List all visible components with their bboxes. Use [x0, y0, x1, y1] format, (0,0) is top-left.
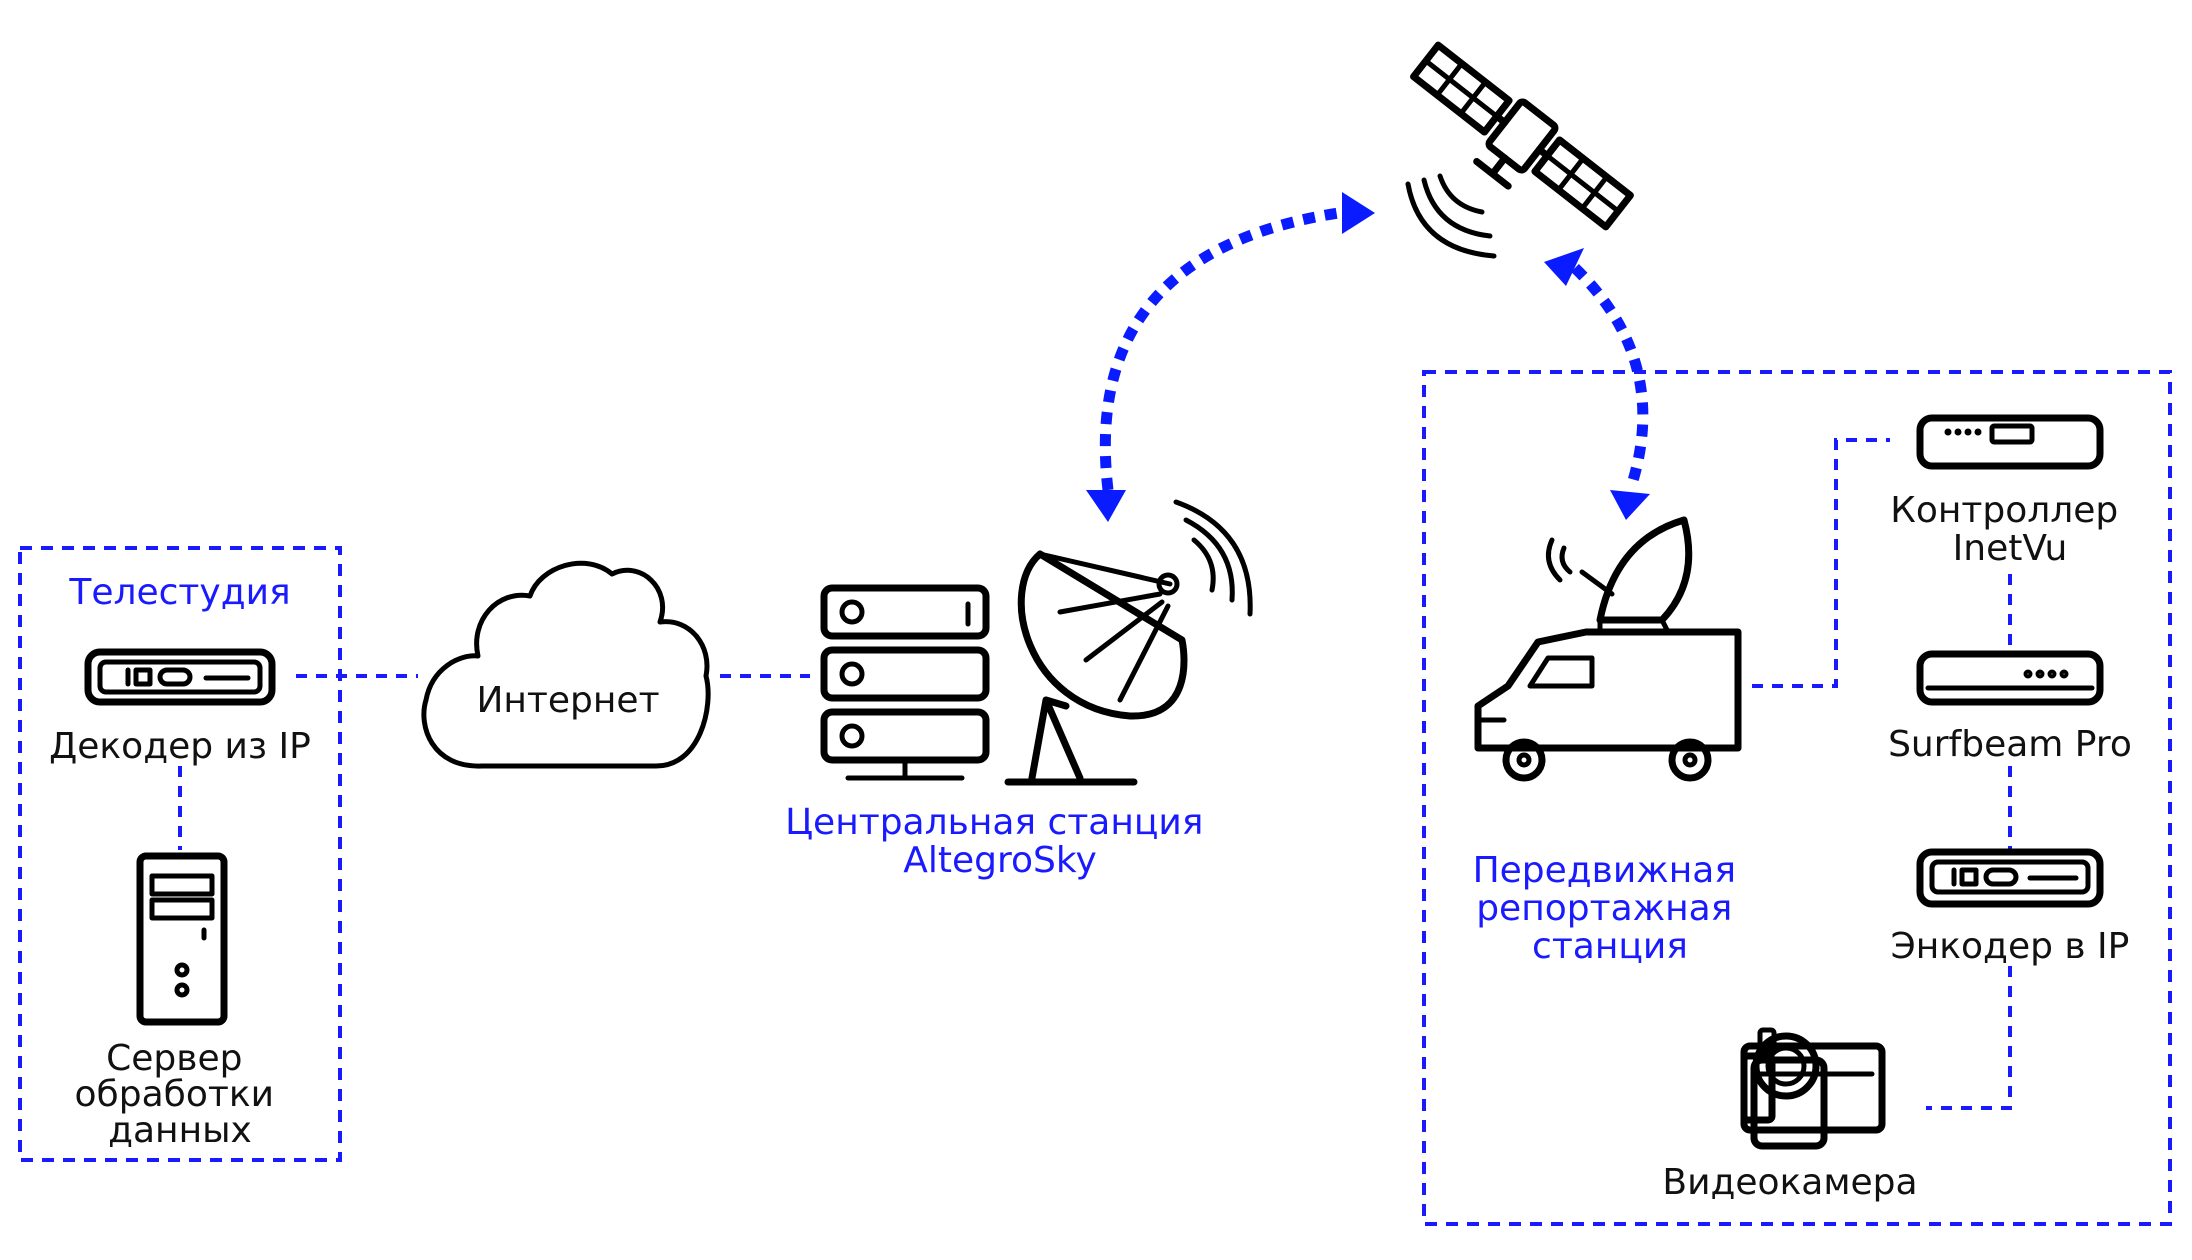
server-label-line-3: данных — [108, 1110, 252, 1151]
satellite-arrowhead-left — [1342, 192, 1375, 234]
mobile-station-title-line-2: репортажная — [1476, 888, 1732, 929]
decoder-node: Декодер из IP — [49, 648, 311, 767]
decoder-label: Декодер из IP — [49, 726, 311, 767]
satellite-dish-icon — [1004, 499, 1253, 786]
van-arrowhead — [1610, 490, 1650, 520]
central-station-node: Центральная станция AltegroSky — [785, 499, 1253, 881]
telestudio-group-box — [18, 546, 342, 1162]
internet-label: Интернет — [476, 680, 659, 721]
central-station-label: Центральная станция AltegroSky — [785, 802, 1215, 881]
camera-node: Видеокамера — [1662, 1027, 1918, 1203]
central-station-label-line-2: AltegroSky — [903, 840, 1097, 881]
modem-label: Surfbeam Pro — [1888, 724, 2132, 765]
server-label-line-1: Сервер — [106, 1038, 242, 1079]
controller-label-line-2: InetVu — [1953, 528, 2068, 569]
satellite-van-icon — [1474, 516, 1742, 782]
van-satellite-link-arrow — [1571, 264, 1649, 486]
modem-node: Surfbeam Pro — [1888, 650, 2132, 765]
controller-label: Контроллер InetVu — [1890, 490, 2129, 569]
mobile-station-title-line-1: Передвижная — [1473, 850, 1736, 891]
station-satellite-link-arrow — [1099, 206, 1346, 491]
satellite-node — [1405, 41, 1634, 259]
mobile-station-title: Передвижная репортажная станция — [1473, 850, 1748, 967]
internet-node: Интернет — [421, 560, 711, 769]
video-camera-icon — [1740, 1027, 1886, 1150]
server-label: Сервер обработки данных — [75, 1038, 286, 1151]
connector-lines — [178, 438, 2012, 1110]
encoder-node: Энкодер в IP — [1891, 848, 2130, 967]
satellite-arrowhead-right — [1544, 248, 1584, 286]
mobile-station-title-line-3: станция — [1532, 926, 1688, 967]
server-tower-icon — [136, 852, 228, 1026]
cloud-icon — [421, 560, 711, 769]
decoder-box-icon — [84, 648, 276, 706]
server-label-line-2: обработки — [75, 1074, 274, 1115]
server-node: Сервер обработки данных — [75, 852, 286, 1151]
van-to-controller-link — [1752, 438, 1890, 688]
van-node — [1474, 516, 1742, 782]
server-rack-and-dish-icon — [820, 499, 1253, 786]
satellite-icon — [1410, 41, 1634, 231]
encoder-to-camera-link — [1926, 966, 2012, 1110]
telestudio-title: Телестудия — [68, 572, 290, 613]
camera-label: Видеокамера — [1662, 1162, 1917, 1203]
encoder-box-icon — [1916, 848, 2104, 908]
station-arrowhead — [1086, 490, 1126, 522]
server-rack-icon — [820, 584, 990, 781]
satellite-links — [1086, 192, 1650, 522]
encoder-label: Энкодер в IP — [1891, 926, 2130, 967]
central-station-label-line-1: Центральная станция — [785, 802, 1203, 843]
modem-box-icon — [1916, 650, 2104, 706]
controller-box-icon — [1916, 414, 2104, 470]
controller-node: Контроллер InetVu — [1890, 414, 2129, 569]
controller-label-line-1: Контроллер — [1890, 490, 2118, 531]
satellite-signal-waves — [1405, 173, 1497, 259]
